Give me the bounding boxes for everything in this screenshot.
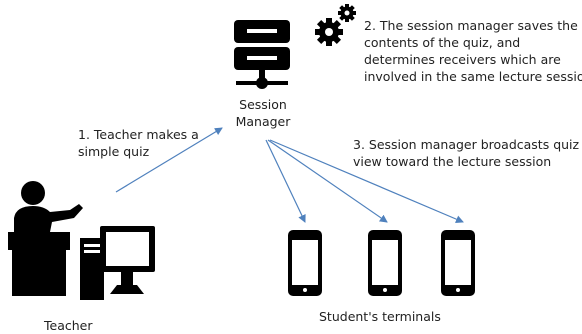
step-3-text: 3. Session manager broadcasts quiz view … <box>353 137 580 169</box>
smartphone-icon <box>368 230 402 296</box>
arrow-teacher-to-manager <box>115 127 223 193</box>
gear-icon <box>315 4 356 46</box>
arrow-manager-to-terminal-2 <box>267 139 388 223</box>
server-icon <box>234 20 290 89</box>
teacher-icon <box>8 181 83 296</box>
arrow-manager-to-terminal-3 <box>269 139 464 223</box>
student-terminals-label: Student's terminals <box>319 309 441 324</box>
step-2-text: 2. The session manager saves the content… <box>364 18 582 84</box>
smartphone-icon <box>288 230 322 296</box>
smartphone-icon <box>441 230 475 296</box>
session-manager-label: Session Manager <box>235 97 291 129</box>
arrow-manager-to-terminal-1 <box>265 139 306 223</box>
step-1-text: 1. Teacher makes a simple quiz <box>78 127 199 159</box>
teacher-label: Teacher <box>44 318 93 333</box>
computer-icon <box>80 226 155 300</box>
